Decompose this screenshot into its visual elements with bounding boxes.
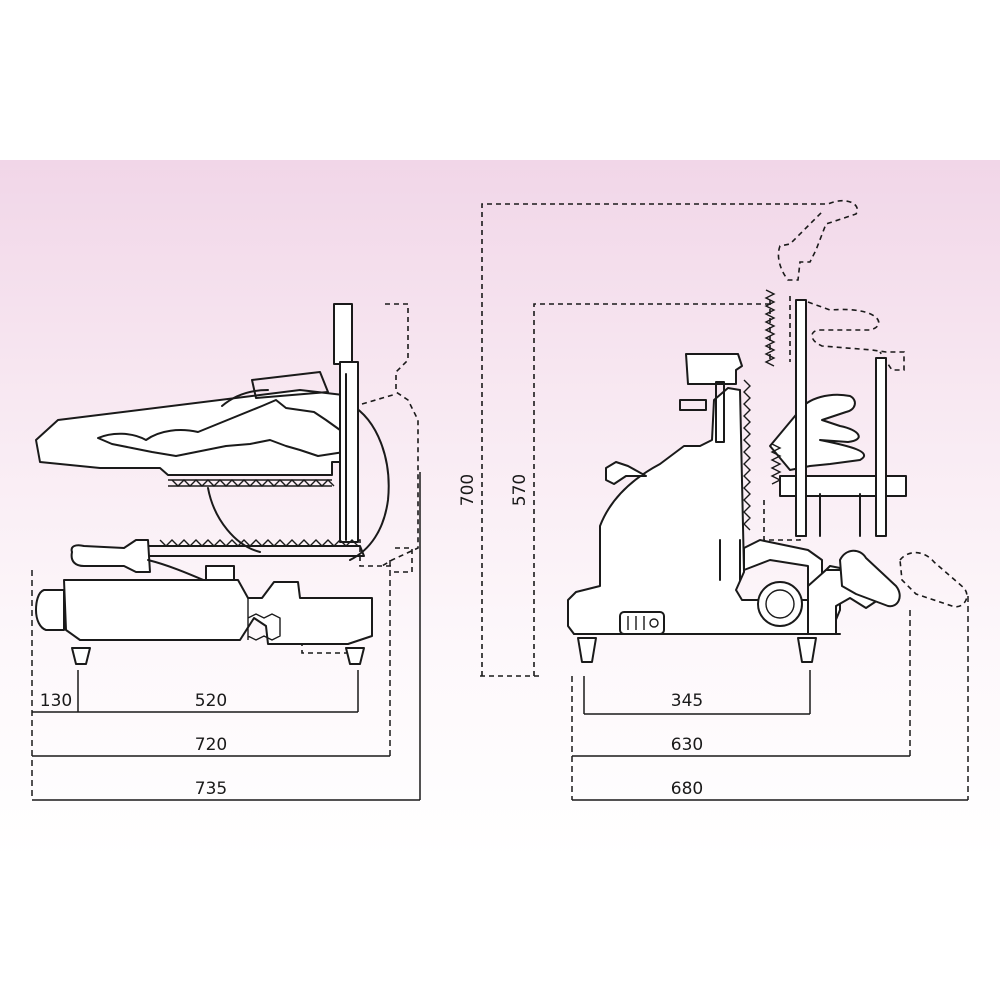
- side-handle: [70, 539, 239, 595]
- front-pusher: [764, 289, 907, 537]
- dim-label-130: 130: [40, 691, 72, 711]
- side-column: [333, 303, 353, 365]
- front-top-clamp: [685, 353, 743, 385]
- side-blade: [168, 389, 390, 561]
- front-view-slicer: [480, 199, 968, 677]
- dim-label-700: 700: [458, 474, 478, 506]
- dim-label-345: 345: [671, 691, 703, 711]
- side-base: [35, 579, 373, 665]
- dim-label-520: 520: [195, 691, 227, 711]
- front-handle: [839, 549, 901, 608]
- dim-label-570: 570: [510, 474, 530, 506]
- dim-label-680: 680: [671, 779, 703, 799]
- drawing-panel: [0, 160, 1000, 860]
- front-knob-left: [605, 461, 647, 485]
- dim-label-735: 735: [195, 779, 227, 799]
- pusher-rod-2: [795, 299, 807, 537]
- side-view-slicer: [35, 303, 419, 665]
- front-dimension-lines: [571, 596, 969, 801]
- front-dashed-outlines: [480, 199, 968, 677]
- front-body: [567, 353, 901, 663]
- motor-cutout: [97, 399, 345, 457]
- side-pillar: [339, 361, 359, 543]
- pusher-plate: [779, 475, 907, 497]
- motor-body: [35, 389, 353, 476]
- pusher-rod: [875, 357, 887, 537]
- dim-label-630: 630: [671, 735, 703, 755]
- front-adjust-knob: [757, 581, 803, 627]
- dim-label-720: 720: [195, 735, 227, 755]
- side-dimension-lines: [31, 472, 421, 801]
